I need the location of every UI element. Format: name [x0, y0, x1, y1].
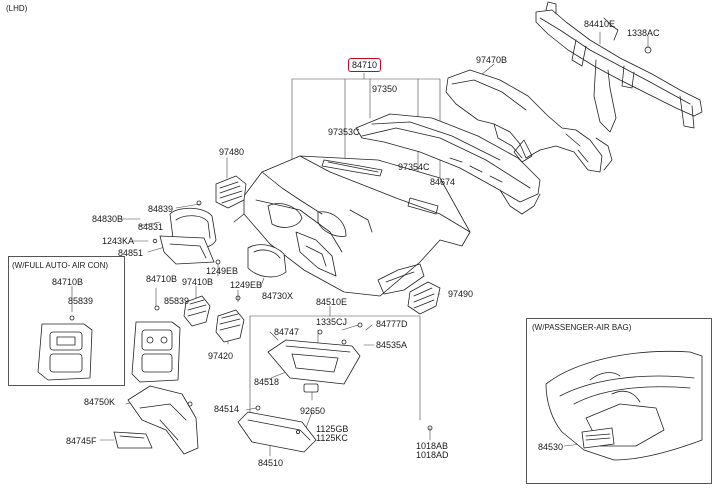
part-label-97410B[interactable]: 97410B	[182, 277, 214, 287]
side-vent-97490	[407, 281, 441, 315]
part-label-84518[interactable]: 84518	[254, 377, 280, 387]
part-label-85839-main[interactable]: 85839	[164, 296, 190, 306]
part-label-1018AB[interactable]: 1018AB	[416, 441, 449, 451]
cowl-cross-bar	[535, 1, 703, 133]
defroster-duct	[355, 113, 541, 215]
part-label-97420[interactable]: 97420	[208, 351, 234, 361]
part-label-1338AC[interactable]: 1338AC	[627, 28, 660, 38]
variant-label: (LHD)	[6, 4, 28, 13]
part-label-92650[interactable]: 92650	[300, 406, 326, 416]
part-label-84851[interactable]: 84851	[118, 248, 144, 258]
vent-97420	[215, 309, 245, 343]
part-label-1335CJ[interactable]: 1335CJ	[316, 317, 348, 327]
part-label-84410E[interactable]: 84410E	[584, 19, 616, 29]
latch-92650	[303, 383, 319, 393]
part-label-84710B-auto[interactable]: 84710B	[52, 277, 84, 287]
part-label-84839[interactable]: 84839	[148, 204, 174, 214]
section-label-auto-ac: (W/FULL AUTO- AIR CON)	[12, 261, 109, 270]
part-label-84510E[interactable]: 84510E	[316, 297, 348, 307]
cluster-fascia	[152, 200, 217, 265]
part-label-1249EB-upper[interactable]: 1249EB	[206, 266, 239, 276]
part-label-84674[interactable]: 84674	[430, 177, 456, 187]
crash-pad-assembly	[233, 155, 471, 297]
side-air-duct	[445, 69, 613, 173]
cluster-lens	[247, 244, 287, 278]
part-label-84831[interactable]: 84831	[138, 222, 164, 232]
part-label-84830B[interactable]: 84830B	[92, 214, 124, 224]
highlighted-part-label[interactable]: 84710	[348, 58, 382, 72]
part-label-97470B[interactable]: 97470B	[476, 55, 508, 65]
center-vent-97410B	[183, 259, 241, 327]
glove-box	[237, 405, 433, 453]
part-label-84745F[interactable]: 84745F	[66, 436, 97, 446]
glove-box-housing	[267, 322, 363, 385]
part-label-84730X[interactable]: 84730X	[262, 291, 294, 301]
lower-center-panel	[127, 385, 199, 455]
part-label-85839-auto[interactable]: 85839	[68, 296, 94, 306]
part-label-97480[interactable]: 97480	[219, 147, 245, 157]
part-label-84747[interactable]: 84747	[274, 327, 300, 337]
part-label-1243KA[interactable]: 1243KA	[102, 236, 135, 246]
tray-84745F	[113, 431, 153, 449]
auto-ac-fascia	[37, 315, 93, 381]
part-label-97353C[interactable]: 97353C	[328, 127, 360, 137]
part-label-1125KC[interactable]: 1125KC	[316, 433, 348, 443]
part-label-1018AD[interactable]: 1018AD	[416, 450, 449, 460]
part-label-84530[interactable]: 84530	[538, 442, 564, 452]
side-vent-97480	[215, 175, 247, 209]
part-label-1249EB-lower[interactable]: 1249EB	[230, 280, 263, 290]
part-label-84710B-main[interactable]: 84710B	[146, 274, 178, 284]
part-label-84535A[interactable]: 84535A	[376, 340, 408, 350]
part-label-1125GB[interactable]: 1125GB	[316, 424, 349, 434]
part-label-84777D[interactable]: 84777D	[376, 319, 408, 329]
part-label-84750K[interactable]: 84750K	[84, 397, 116, 407]
part-label-97350[interactable]: 97350	[372, 84, 398, 94]
part-label-97490[interactable]: 97490	[448, 289, 474, 299]
auto-ac-section-frame	[8, 256, 125, 386]
airbag-section-frame	[526, 318, 712, 484]
part-label-84514[interactable]: 84514	[214, 404, 240, 414]
section-label-airbag: (W/PASSENGER-AIR BAG)	[532, 323, 632, 332]
part-label-84510[interactable]: 84510	[258, 458, 284, 468]
center-fascia-main	[131, 305, 181, 383]
airbag-dash-section	[545, 350, 703, 461]
part-label-97354C[interactable]: 97354C	[398, 162, 430, 172]
